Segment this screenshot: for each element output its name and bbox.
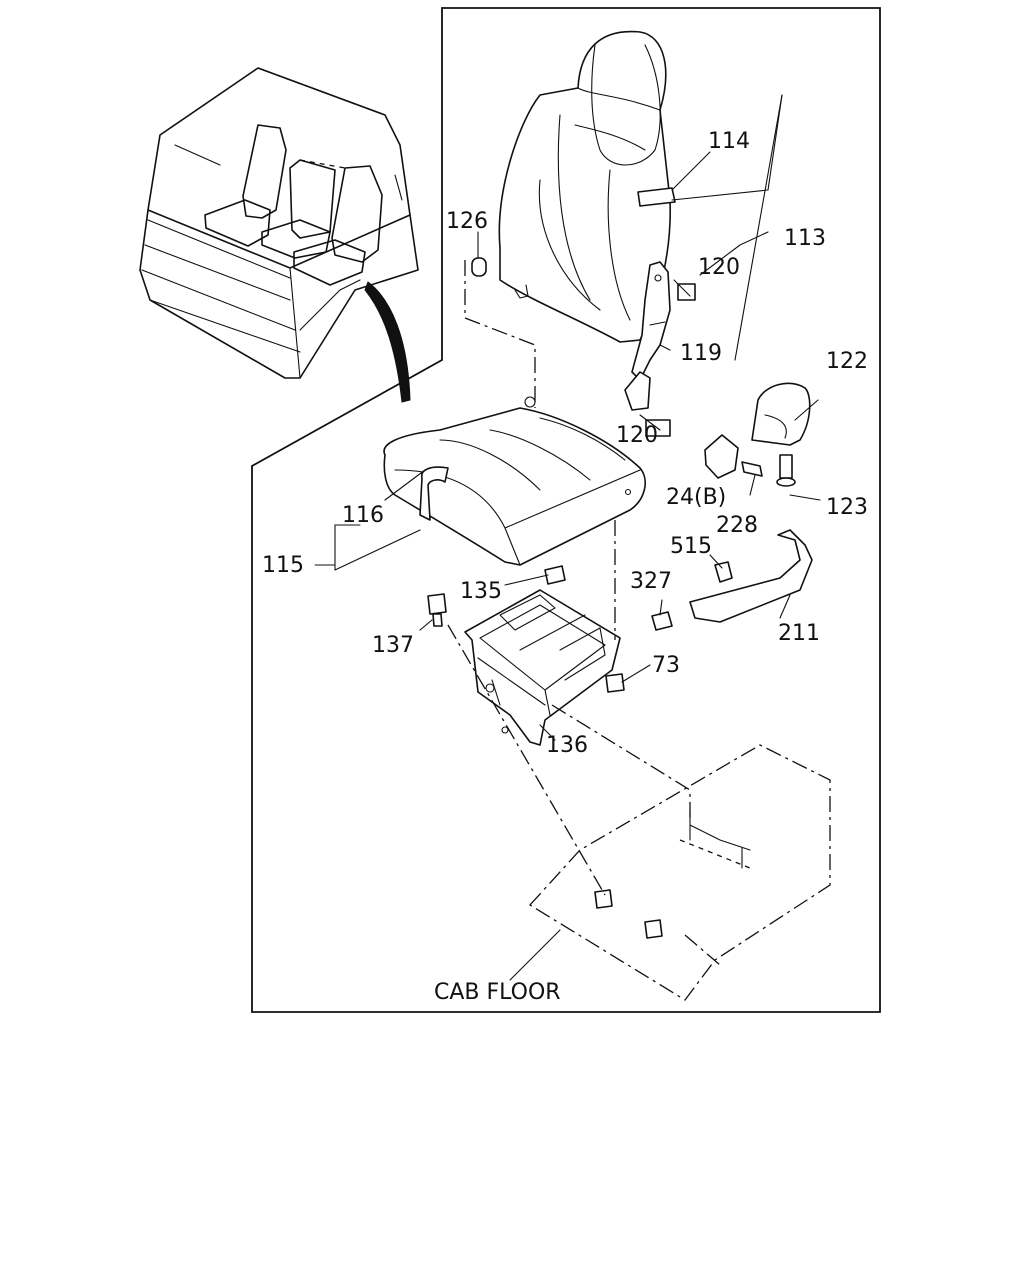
part-123-screw <box>776 454 796 487</box>
part-120-bolt-upper <box>673 279 696 301</box>
callout-137: 137 <box>372 633 414 658</box>
part-327-screw <box>651 611 673 631</box>
callout-120-upper: 120 <box>698 255 740 280</box>
callout-116: 116 <box>342 503 384 528</box>
callout-515: 515 <box>670 534 712 559</box>
part-135-nut <box>544 565 566 585</box>
diagram-frame <box>251 7 881 1013</box>
callout-123: 123 <box>826 495 868 520</box>
part-515-clip <box>714 561 733 583</box>
seat-cushion <box>383 396 646 566</box>
part-228-screw <box>741 461 763 477</box>
callout-211: 211 <box>778 621 820 646</box>
callout-126: 126 <box>446 209 488 234</box>
part-120-bolt-lower <box>639 414 671 437</box>
leader-lines <box>314 94 821 981</box>
assembly-lines <box>447 260 691 896</box>
callout-24b: 24(B) <box>666 485 726 510</box>
callout-228: 228 <box>716 513 758 538</box>
callout-135: 135 <box>460 579 502 604</box>
callout-113: 113 <box>784 226 826 251</box>
part-24b-knob <box>704 434 739 479</box>
cab-floor <box>528 744 831 1001</box>
part-126-cap <box>471 257 487 277</box>
cab-overview-inset <box>139 67 419 403</box>
part-122-cover <box>751 382 811 446</box>
callout-122: 122 <box>826 349 868 374</box>
part-73-nut <box>605 673 625 693</box>
callout-120-lower: 120 <box>616 423 658 448</box>
callout-73: 73 <box>652 653 680 678</box>
callout-115: 115 <box>262 553 304 578</box>
part-137-bolt <box>427 593 447 627</box>
seat-base-frame <box>464 589 621 746</box>
callout-136: 136 <box>546 733 588 758</box>
callout-119: 119 <box>680 341 722 366</box>
seat-back <box>498 30 676 411</box>
callout-327: 327 <box>630 569 672 594</box>
cab-floor-label: CAB FLOOR <box>434 980 561 1005</box>
callout-114: 114 <box>708 129 750 154</box>
callout-labels: 114 113 126 120 119 120 122 24(B) 123 22… <box>262 129 868 1005</box>
part-211-side-cover <box>689 529 813 623</box>
